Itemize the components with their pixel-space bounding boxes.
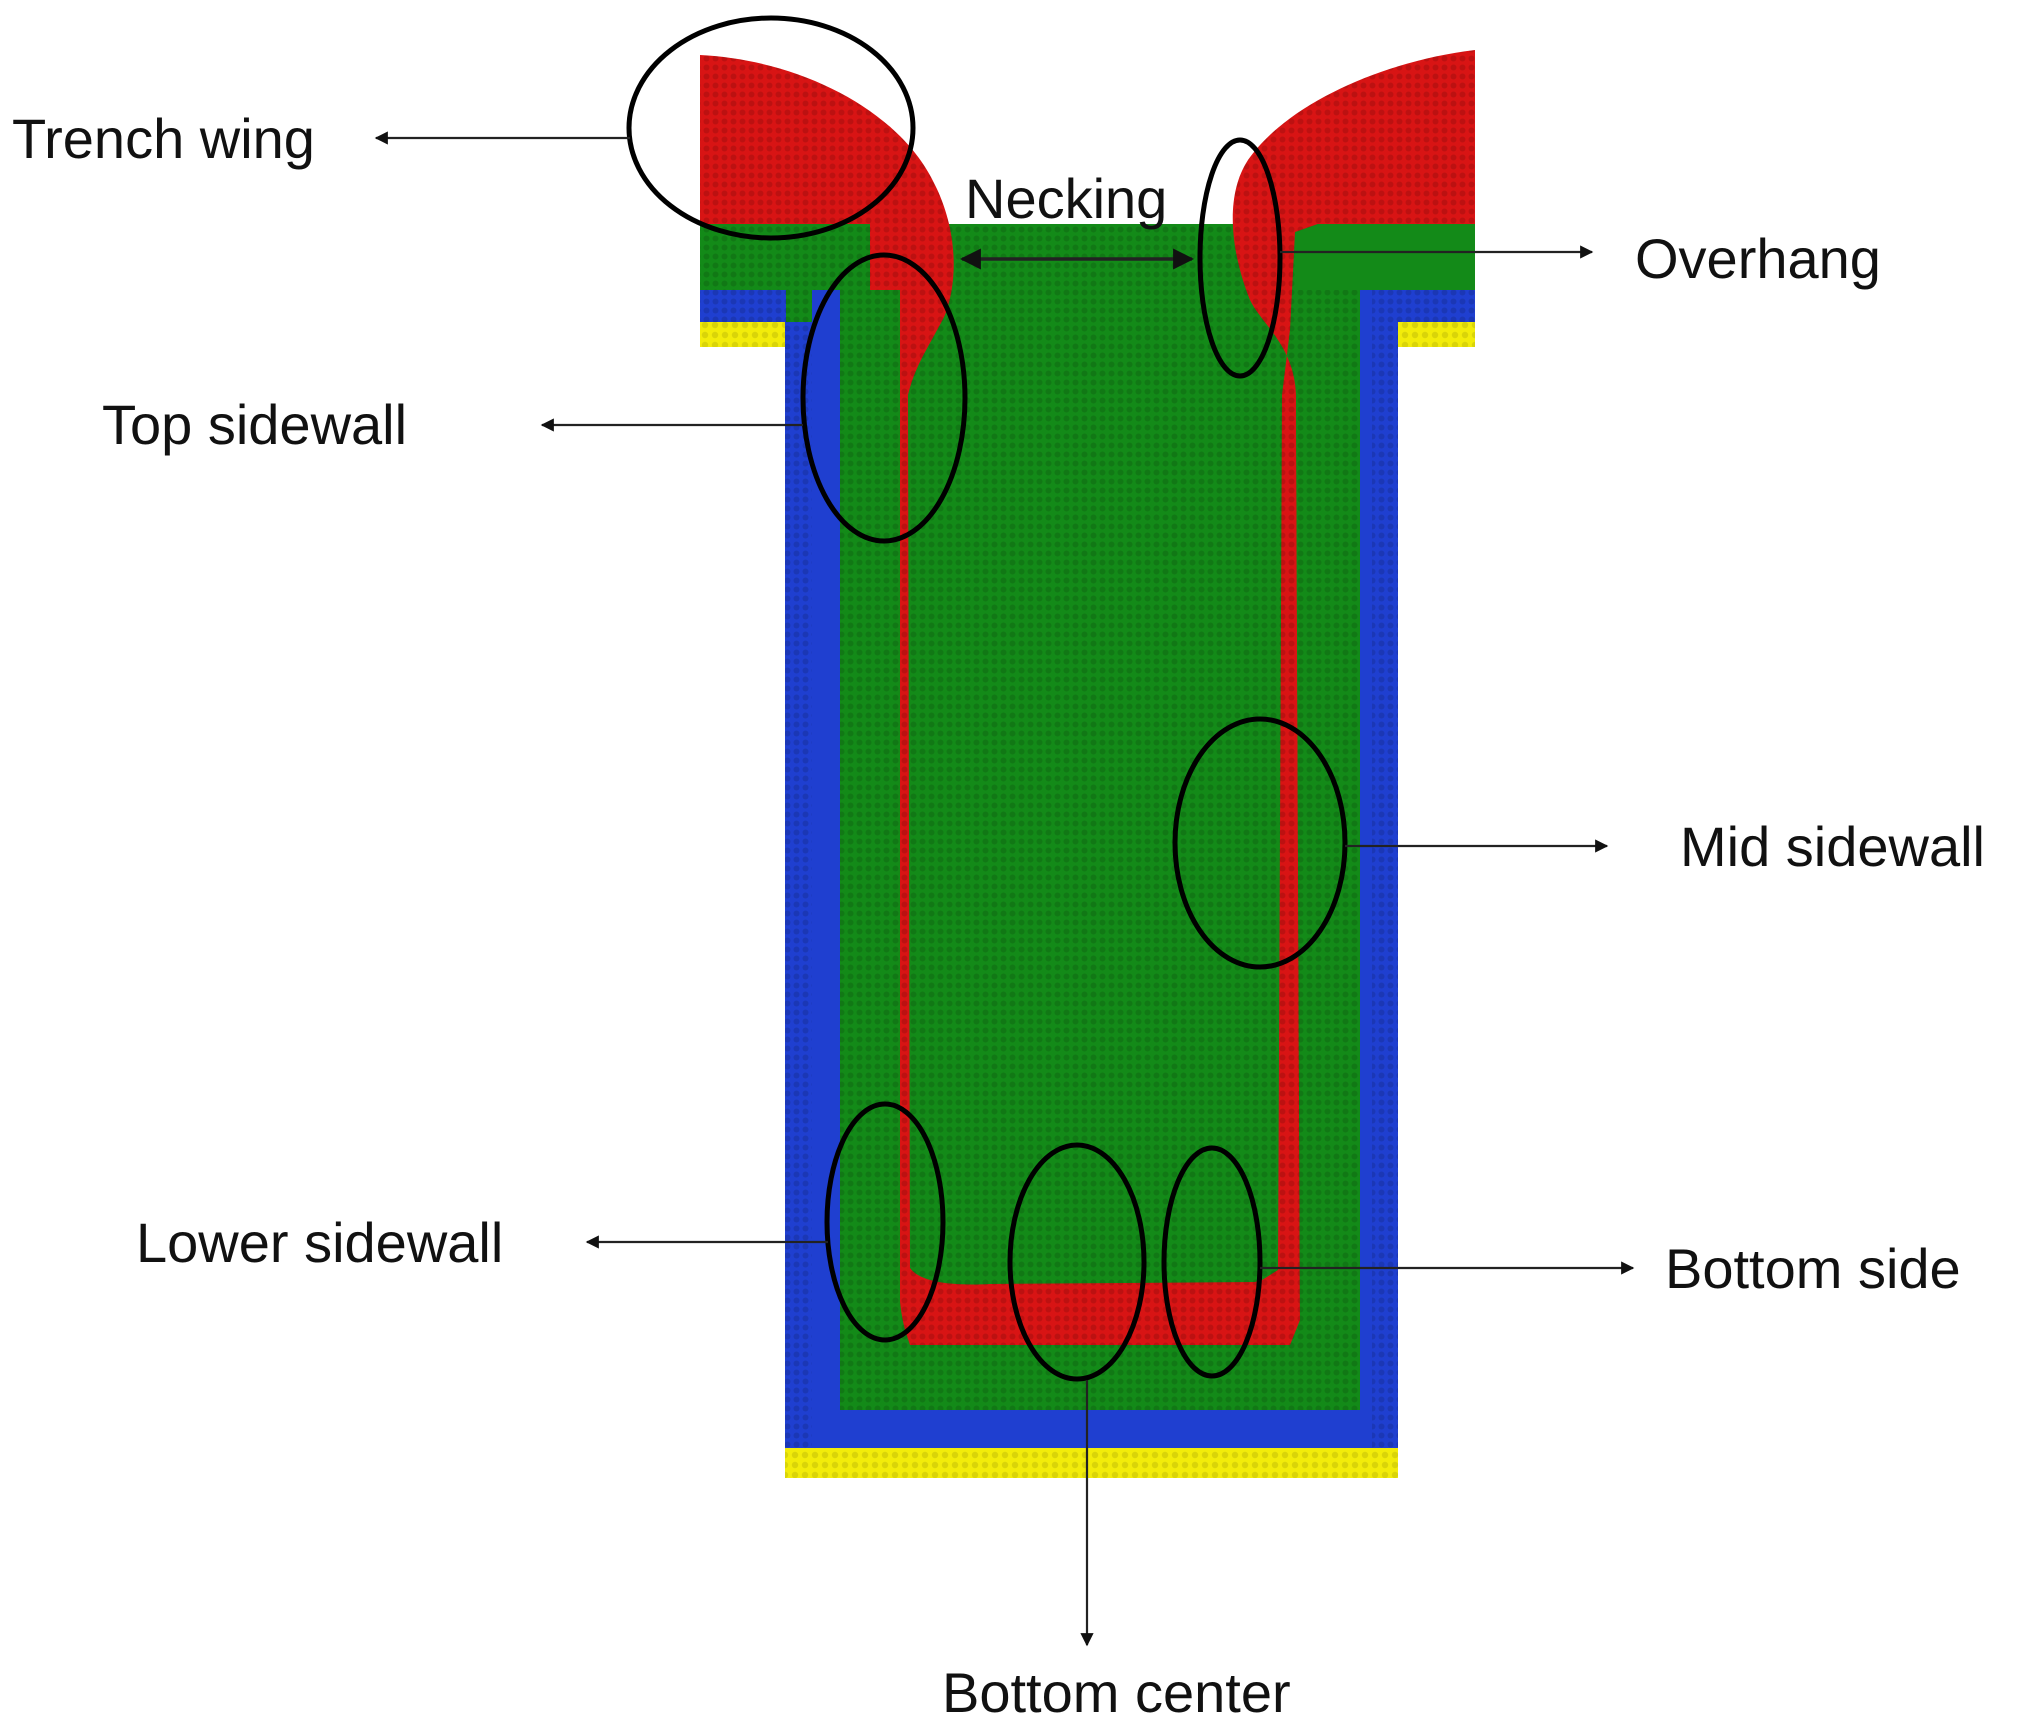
blue-bottom-band (812, 1410, 1372, 1448)
lower-sidewall-ellipse (824, 1101, 946, 1343)
label-necking: Necking (965, 167, 1167, 230)
mid-sidewall-ellipse (1172, 716, 1348, 970)
bottom-center-ellipse (1007, 1142, 1147, 1382)
label-trench-wing: Trench wing (12, 107, 315, 170)
green-right-top (1296, 224, 1475, 290)
blue-right-wall (1360, 290, 1372, 1418)
label-mid-sidewall: Mid sidewall (1680, 815, 1985, 878)
leader-lines (374, 131, 1635, 1647)
trench-wing-ellipse (626, 15, 916, 241)
label-bottom-side: Bottom side (1665, 1237, 1961, 1300)
label-overhang: Overhang (1635, 227, 1881, 290)
label-bottom-center: Bottom center (942, 1661, 1291, 1724)
top-sidewall-ellipse (800, 252, 968, 544)
blue-left-wall (812, 290, 840, 1418)
label-lower-sidewall: Lower sidewall (136, 1211, 503, 1274)
region-ellipses (626, 15, 1348, 1382)
label-top-sidewall: Top sidewall (102, 393, 407, 456)
overhang-ellipse (1197, 137, 1283, 379)
bottom-side-ellipse (1161, 1145, 1263, 1379)
